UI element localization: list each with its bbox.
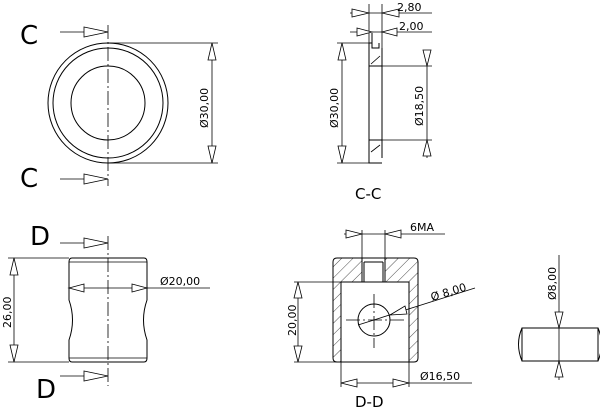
dimension-arrow-icon <box>9 344 19 363</box>
dimension-arrow-icon <box>381 8 400 18</box>
dd-height-label: 20,00 <box>286 305 299 337</box>
dimension-arrow-icon <box>337 42 347 61</box>
dimension-arrow-icon <box>356 27 374 37</box>
dimension-arrow-icon <box>345 229 363 239</box>
dimension-arrow-icon <box>293 281 303 299</box>
thread-label: 6MA <box>410 221 434 234</box>
dimension-arrow-icon <box>67 283 85 293</box>
dimension-arrow-icon <box>340 378 358 388</box>
front-view-ring: C C Ø30,00 <box>20 21 218 194</box>
thickness-step-label: 2,00 <box>399 20 424 33</box>
dd-bore-label: Ø16,50 <box>420 370 460 383</box>
section-arrow-icon <box>83 237 109 249</box>
dimension-arrow-icon <box>337 145 347 164</box>
section-mark-c-bottom: C <box>20 164 38 194</box>
dimension-arrow-icon <box>207 145 217 164</box>
cross-hole-diameter-label: Ø 8,00 <box>429 281 468 304</box>
section-mark-c-top: C <box>20 21 38 51</box>
body-diameter-label: Ø20,00 <box>160 275 200 288</box>
dimension-arrow-icon <box>554 360 564 378</box>
dimension-arrow-icon <box>422 49 432 67</box>
section-arrow-icon <box>83 173 109 185</box>
section-arrow-icon <box>83 26 109 38</box>
section-mark-d-bottom: D <box>36 375 56 405</box>
dimension-arrow-icon <box>207 42 217 61</box>
dimension-arrow-icon <box>131 283 149 293</box>
section-cc-view: 2,80 2,00 Ø30,00 Ø18,50 C-C <box>328 1 432 203</box>
dimension-arrow-icon <box>384 229 402 239</box>
dimension-arrow-icon <box>422 139 432 157</box>
dimension-arrow-icon <box>392 378 410 388</box>
dimension-arrow-icon <box>380 27 398 37</box>
section-arrow-icon <box>83 370 109 382</box>
cc-outer-diameter-label: Ø30,00 <box>328 88 341 128</box>
dimension-arrow-icon <box>293 345 303 363</box>
thickness-total-label: 2,80 <box>397 1 422 14</box>
section-cc-title: C-C <box>355 185 381 203</box>
section-dd-title: D-D <box>355 393 384 411</box>
section-dd-view: 6MA 20,00 Ø 8,00 Ø16,50 D-D <box>286 221 476 411</box>
dimension-arrow-icon <box>9 257 19 276</box>
body-height-label: 26,00 <box>1 297 14 329</box>
dimension-arrow-icon <box>351 8 370 18</box>
dimension-arrow-icon <box>554 311 564 329</box>
body-view: D D 26,00 Ø20,00 <box>1 222 210 405</box>
front-diameter-label: Ø30,00 <box>198 88 211 128</box>
section-mark-d-top: D <box>30 222 50 252</box>
pin-diameter-label: Ø8,00 <box>546 267 559 300</box>
dimension-arrow-icon <box>389 305 408 316</box>
cc-bore-diameter-label: Ø18,50 <box>413 86 426 126</box>
pin-view: Ø8,00 <box>518 255 600 380</box>
